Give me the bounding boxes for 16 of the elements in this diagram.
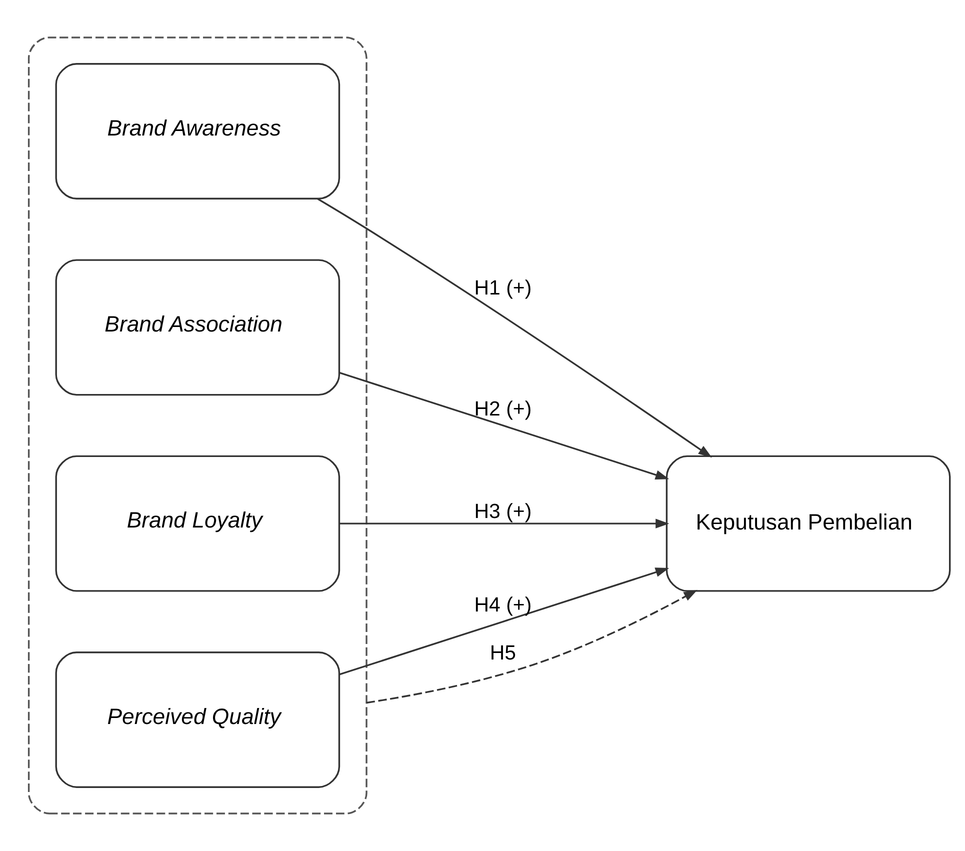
edge-label: H1 (+)	[474, 276, 532, 300]
arrow	[366, 590, 698, 704]
arrow	[339, 568, 670, 676]
edge-label: H4 (+)	[474, 594, 532, 617]
arrow	[339, 518, 670, 528]
edge-label: H3 (+)	[474, 500, 532, 523]
node-box: Brand Association	[55, 259, 340, 396]
node-box: Perceived Quality	[55, 652, 340, 788]
node-box: Brand Loyalty	[55, 455, 340, 592]
arrow	[317, 198, 712, 458]
edge-label: H2 (+)	[474, 397, 532, 420]
node-box: Brand Awareness	[55, 63, 340, 200]
cluster	[28, 36, 368, 814]
edge-label: H5	[490, 641, 516, 664]
node-box: Keputusan Pembelian	[666, 455, 951, 592]
arrow	[339, 372, 670, 480]
